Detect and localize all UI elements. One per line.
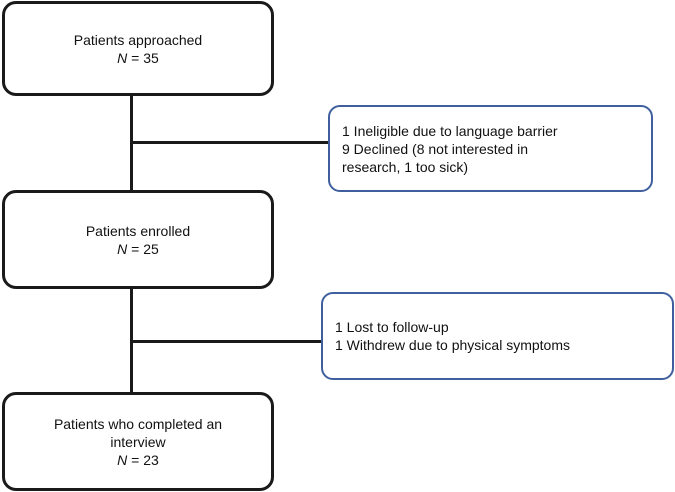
patients-approached-box: Patients approached N = 35 — [2, 1, 274, 96]
n-value: = 35 — [127, 49, 159, 66]
patients-completed-label-line-1: Patients who completed an — [53, 415, 223, 432]
exclusion-2-line-1: 1 Lost to follow-up — [335, 319, 449, 335]
n-value: = 23 — [127, 451, 159, 468]
patients-enrolled-label: Patients enrolled — [85, 222, 191, 239]
n-value: = 25 — [127, 240, 159, 257]
exclusion-1-line-3: research, 1 too sick) — [342, 158, 469, 175]
patients-completed-count: N = 23 — [5, 451, 271, 469]
patients-enrolled-count: N = 25 — [5, 240, 271, 258]
patients-completed-label-line-2: interview — [110, 433, 166, 450]
exclusion-box-1: 1 Ineligible due to language barrier 9 D… — [328, 105, 653, 192]
connector-branch-1 — [130, 141, 330, 144]
n-symbol: N — [117, 451, 128, 468]
patients-completed-interview-box: Patients who completed an interview N = … — [2, 392, 274, 491]
exclusion-2-line-2: 1 Withdrew due to physical symptoms — [335, 337, 570, 353]
connector-branch-2 — [130, 340, 323, 343]
exclusion-box-2: 1 Lost to follow-up 1 Withdrew due to ph… — [321, 292, 674, 380]
n-symbol: N — [117, 240, 128, 257]
patients-approached-count: N = 35 — [5, 49, 271, 67]
patients-approached-label: Patients approached — [73, 31, 203, 48]
exclusion-1-line-1: 1 Ineligible due to language barrier — [342, 122, 558, 139]
n-symbol: N — [117, 49, 128, 66]
exclusion-1-line-2: 9 Declined (8 not interested in — [342, 140, 528, 157]
patients-enrolled-box: Patients enrolled N = 25 — [2, 190, 274, 289]
